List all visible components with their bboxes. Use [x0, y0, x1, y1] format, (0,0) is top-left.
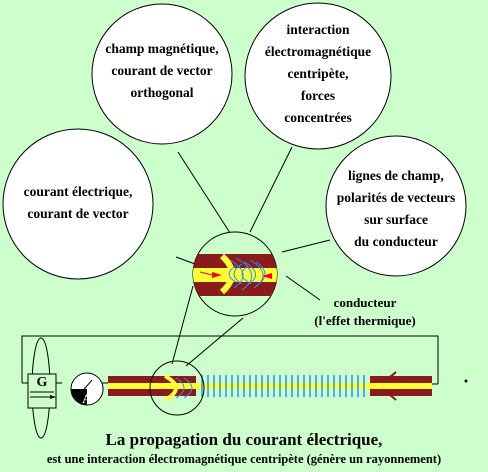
bubble-magnetic-line-2: courant de vector: [111, 63, 213, 78]
generator-label: G: [36, 375, 48, 390]
bubble-field-lines-line-3: sur surface: [364, 212, 428, 227]
zoom-origin-detail: [163, 374, 193, 402]
terminal-dot: [464, 379, 468, 383]
conductor-label: conducteur (l'effet thermique): [300, 294, 430, 330]
zoom-origin-circle: [149, 360, 205, 416]
main-conductor: [108, 371, 432, 401]
bubble-interaction-line-3: centripète,: [287, 66, 349, 81]
conductor-label-line-2: (l'effet thermique): [314, 313, 416, 328]
bubble-field-lines-line-1: lignes de champ,: [348, 168, 444, 183]
bubble-field-lines: [325, 135, 467, 277]
bubble-interaction-line-5: concentrées: [284, 110, 352, 125]
bubble-current-line-1: courant électrique,: [23, 184, 133, 199]
bubble-field-lines-line-4: du conducteur: [354, 234, 438, 249]
connector-lines: [171, 146, 331, 367]
ammeter-label: A: [82, 391, 92, 406]
bubble-interaction: [244, 2, 392, 150]
ammeter: [70, 372, 104, 406]
bubble-magnetic-line-3: orthogonal: [130, 85, 194, 100]
conductor-label-line-1: conducteur: [333, 295, 397, 310]
bubble-magnetic-line-1: champ magnétique,: [105, 41, 219, 56]
bubble-current-line-2: courant de vector: [27, 206, 129, 221]
bubble-interaction-line-1: interaction: [286, 22, 350, 37]
caption-subtitle: est une interaction électromagnétique ce…: [46, 452, 442, 466]
bubble-magnetic: [91, 3, 233, 145]
bubble-field-lines-text: lignes de champ, polarités de vecteurs s…: [326, 165, 466, 253]
bubble-current: [2, 128, 154, 280]
caption-title: La propagation du courant électrique,: [105, 430, 383, 449]
bubble-interaction-line-2: électromagnétique: [264, 44, 372, 59]
bubble-interaction-text: interaction électromagnétique centripète…: [248, 19, 388, 129]
bubble-interaction-line-4: forces: [300, 88, 336, 103]
bubble-field-lines-line-2: polarités de vecteurs: [336, 190, 456, 205]
generator: [27, 337, 57, 439]
bubble-magnetic-text: champ magnétique, courant de vector orth…: [92, 38, 232, 104]
magnified-conductor: [193, 253, 277, 296]
bubble-current-text: courant électrique, courant de vector: [8, 181, 148, 225]
